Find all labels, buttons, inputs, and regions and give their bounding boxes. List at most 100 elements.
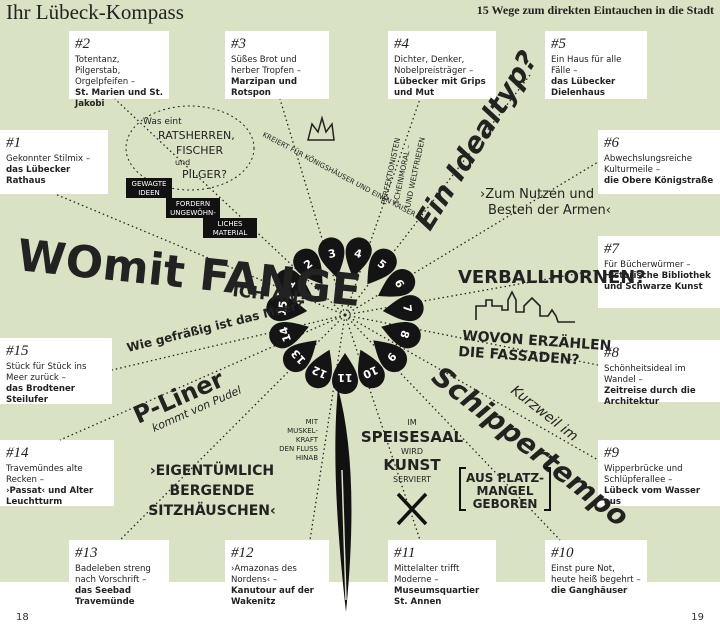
petal-shape (377, 269, 416, 297)
entry-number: #10 (551, 545, 574, 561)
entry-box-9[interactable]: #9 Wipperbrücke und Schlüpferallee – Lüb… (598, 440, 720, 507)
muskel-line: MUSKEL- (287, 427, 318, 435)
entry-title: Lübecker mit Grips und Mut (394, 77, 486, 98)
entry-text: Totentanz, Pilgerstab, Orgelpfeifen – (75, 55, 136, 87)
muskel-line: DEN FLUSS (279, 445, 318, 453)
petal-shape (381, 321, 421, 349)
compass-petal-4[interactable]: 4 (340, 235, 374, 281)
platzmangel-brackets (459, 467, 551, 511)
compass-petal-14[interactable]: 14 (266, 314, 313, 351)
petal-shape (282, 340, 317, 373)
entry-text: Dichter, Denker, Nobelpreisträger – (394, 55, 474, 76)
entry-box-2[interactable]: #2 Totentanz, Pilgerstab, Orgelpfeifen –… (69, 31, 169, 109)
petal-shape (305, 349, 332, 389)
entry-title: das Brodtener Steilufer (6, 384, 76, 405)
compass-petal-6[interactable]: 6 (371, 264, 420, 307)
entry-box-3[interactable]: #3 Süßes Brot und herber Tropfen – Marzi… (225, 31, 329, 99)
compass-petal-2[interactable]: 2 (288, 243, 333, 291)
compass-petal-12[interactable]: 12 (301, 344, 341, 392)
tag-text: LICHES (218, 220, 244, 228)
petal-number: 14 (277, 325, 294, 344)
tag-text: GEWAGTE (132, 180, 167, 188)
entry-box-8[interactable]: #8 Schönheitsideal im Wandel – Zeitreise… (598, 340, 720, 407)
compass-petal-13[interactable]: 13 (278, 331, 326, 378)
ratsherren-bubble (125, 105, 255, 191)
entry-text: Badeleben streng nach Vorschrift – (75, 564, 151, 585)
ratsherren-line: und (175, 158, 190, 167)
tag-fordern (166, 198, 220, 218)
compass-petal-5[interactable]: 5 (357, 243, 402, 291)
entry-number: #7 (604, 241, 619, 257)
compass-petal-15[interactable]: 15 (265, 294, 308, 324)
entry-box-7[interactable]: #7 Für Bücherwürmer – Historische Biblio… (598, 236, 720, 308)
petal-shape (293, 248, 323, 285)
entry-text: Mittelalter trifft Moderne – (394, 564, 460, 585)
entry-box-10[interactable]: #10 Einst pure Not, heute heiß begehrt –… (545, 540, 647, 606)
entry-text: Stück für Stück ins Meer zurück – (6, 362, 87, 383)
petal-shape (382, 295, 424, 322)
petal-number: 11 (337, 371, 352, 384)
entry-title: das Lübecker Rathaus (6, 165, 71, 186)
petal-number: 12 (310, 363, 329, 381)
entry-text: Für Bücherwürmer – (604, 260, 691, 270)
entry-text: Einst pure Not, heute heiß begehrt – (551, 564, 641, 585)
entry-text: ›Amazonas des Nordens‹ – (231, 564, 297, 585)
entry-text: Travemündes alte Recken – (6, 464, 83, 485)
entry-number: #2 (75, 36, 90, 52)
petal-shape (266, 295, 308, 322)
petal-shape (269, 321, 309, 349)
tag-liches (203, 218, 257, 238)
compass-petal-7[interactable]: 7 (381, 294, 424, 324)
entry-number: #11 (394, 545, 416, 561)
entry-box-11[interactable]: #11 Mittelalter trifft Moderne – Museums… (388, 540, 496, 607)
entry-text: Süßes Brot und herber Tropfen – (231, 55, 302, 76)
compass-petal-8[interactable]: 8 (377, 314, 424, 351)
speisesaal-line: SPEISESAAL (361, 428, 464, 446)
petal-shape (318, 237, 345, 278)
entry-box-14[interactable]: #14 Travemündes alte Recken – ›Passat‹ u… (0, 440, 114, 507)
compass-petal-11[interactable]: 11 (332, 353, 358, 394)
speisesaal-line: SERVIERT (393, 475, 431, 484)
petal-number: 3 (327, 247, 337, 261)
tag-text: UNGEWÖHN- (170, 208, 216, 217)
ratsherren-line: Was eint (143, 117, 182, 127)
entry-text: Gekonnter Stilmix – (6, 154, 91, 164)
entry-title: Historische Bibliothek und Schwarze Kuns… (604, 271, 711, 292)
entry-title: St. Marien und St. Jakobi (75, 88, 163, 109)
eigentuemlich-line: SITZHÄUSCHEN‹ (148, 502, 276, 519)
entry-box-1[interactable]: #1 Gekonnter Stilmix – das Lübecker Rath… (0, 130, 108, 194)
crown-icon (307, 115, 335, 141)
entry-box-5[interactable]: #5 Ein Haus für alle Fälle – das Lübecke… (545, 31, 647, 99)
petal-number: 10 (360, 363, 380, 381)
petal-number: 4 (353, 247, 364, 261)
entry-box-6[interactable]: #6 Abwechslungsreiche Kulturmeile – die … (598, 130, 720, 194)
compass-petal-9[interactable]: 9 (365, 331, 413, 378)
compass-petal-1[interactable]: 1 (270, 264, 319, 307)
compass-petal-3[interactable]: 3 (316, 235, 350, 281)
tag-text: IDEEN (138, 189, 160, 197)
entry-box-12[interactable]: #12 ›Amazonas des Nordens‹ – Kanutour au… (225, 540, 329, 607)
entry-text: Schönheitsideal im Wandel – (604, 364, 686, 385)
petal-shape (367, 248, 397, 285)
entry-title: Kanutour auf der Wakenitz (231, 586, 314, 607)
tag-text: FORDERN (176, 200, 210, 208)
entry-box-15[interactable]: #15 Stück für Stück ins Meer zurück – da… (0, 338, 112, 405)
platzmangel-line: AUS PLATZ- (466, 471, 544, 485)
ratsherren-line: FISCHER (176, 144, 223, 157)
entry-text: Ein Haus für alle Fälle – (551, 55, 622, 76)
tag-gewagte (126, 178, 172, 198)
entry-number: #6 (604, 135, 619, 151)
entry-title: Zeitreise durch die Architektur (604, 386, 696, 407)
entry-text: Wipperbrücke und Schlüpferallee – (604, 464, 683, 485)
ratsherren-line: PILGER? (182, 168, 227, 181)
page-number-right: 19 (691, 612, 704, 623)
entry-title: das Seebad Travemünde (75, 586, 135, 607)
cutlery-icon (396, 492, 428, 526)
compass-petal-10[interactable]: 10 (349, 344, 389, 392)
platzmangel-line: MANGEL (477, 484, 534, 498)
entry-box-13[interactable]: #13 Badeleben streng nach Vorschrift – d… (69, 540, 169, 607)
entry-box-4[interactable]: #4 Dichter, Denker, Nobelpreisträger – L… (388, 31, 496, 99)
entry-number: #3 (231, 36, 246, 52)
nutzen-line: Besten der Armen‹ (488, 203, 611, 218)
